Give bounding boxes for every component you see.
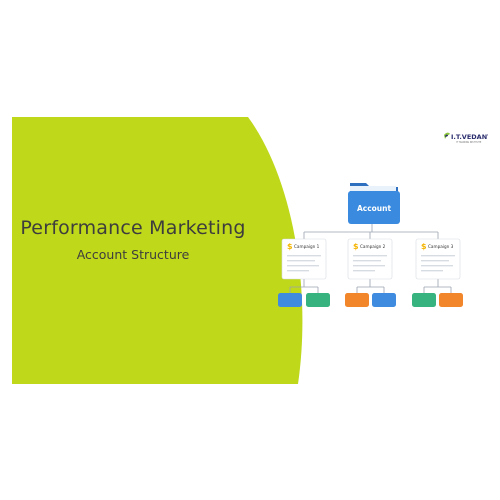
ad-group-box-blue-1 xyxy=(278,293,302,307)
connector-lines xyxy=(289,222,452,293)
folder-front xyxy=(348,191,400,224)
account-structure-diagram: Account $ Campaign 1 $ Campaign 2 $ Camp… xyxy=(278,183,463,307)
campaign-3-label: Campaign 3 xyxy=(428,244,454,249)
ad-group-box-green-1 xyxy=(306,293,330,307)
logo-leaf-icon-2 xyxy=(445,134,448,137)
ad-group-box-orange-3 xyxy=(439,293,463,307)
logo-text: I.T.VEDANT xyxy=(451,133,488,141)
green-panel-shape xyxy=(12,117,303,384)
account-label: Account xyxy=(357,204,392,213)
ad-group-box-orange-2 xyxy=(345,293,369,307)
ad-group-box-green-3 xyxy=(412,293,436,307)
ad-group-box-blue-2 xyxy=(372,293,396,307)
campaign-2-label: Campaign 2 xyxy=(360,244,386,249)
logo-tagline: IT TRAINING INSTITUTE xyxy=(456,141,482,144)
dollar-icon: $ xyxy=(353,242,359,251)
ad-group-boxes xyxy=(278,293,463,307)
green-panel xyxy=(12,117,303,384)
dollar-icon: $ xyxy=(287,242,293,251)
campaign-card-2: $ Campaign 2 xyxy=(347,238,393,280)
campaign-card-1: $ Campaign 1 xyxy=(281,238,327,280)
folder-tab xyxy=(350,186,396,191)
dollar-icon: $ xyxy=(421,242,427,251)
campaign-1-label: Campaign 1 xyxy=(294,244,320,249)
slide-subtitle: Account Structure xyxy=(76,247,190,262)
campaign-card-3: $ Campaign 3 xyxy=(415,238,461,280)
account-folder: Account xyxy=(348,183,400,224)
slide-title: Performance Marketing xyxy=(20,217,246,239)
company-logo: I.T.VEDANT IT TRAINING INSTITUTE xyxy=(444,132,488,144)
slide: Performance Marketing Account Structure … xyxy=(12,117,488,384)
